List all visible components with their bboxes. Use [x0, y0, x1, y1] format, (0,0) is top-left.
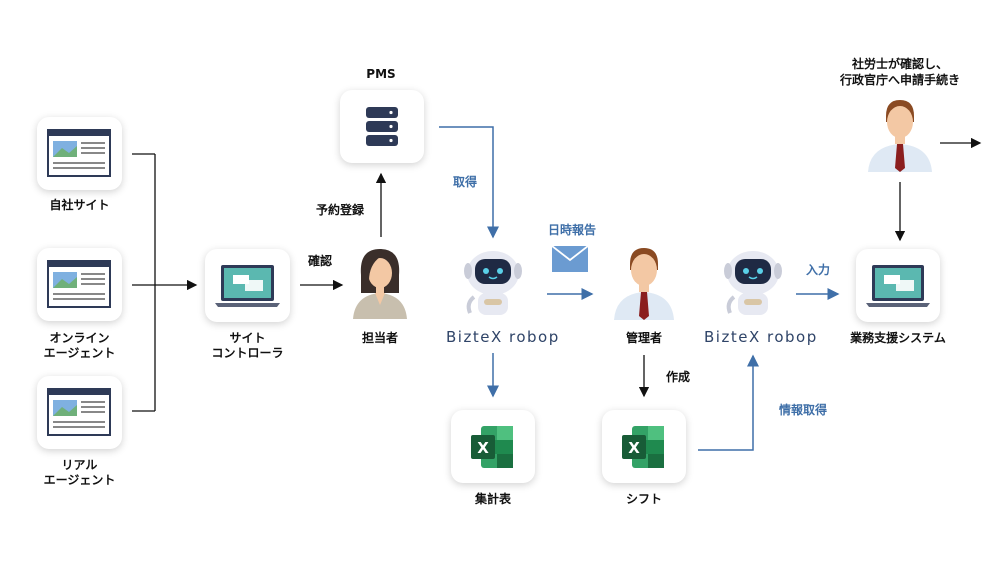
online-agent-label-2: エージェント: [43, 346, 116, 360]
source-bracket: [132, 153, 198, 412]
site-controller-label-1: サイト: [229, 331, 266, 345]
summary-table-card: X: [451, 410, 535, 483]
own-site-card: [37, 117, 122, 190]
business-system-card: [856, 249, 940, 322]
svg-text:X: X: [477, 439, 489, 457]
input-label: 入力: [805, 263, 830, 277]
online-agent-card: [37, 248, 122, 321]
robot2-brand: BizteX robop: [704, 328, 818, 346]
consultant-label-1: 社労士が確認し、: [851, 57, 948, 71]
real-agent-label-2: エージェント: [43, 473, 116, 487]
confirm-label: 確認: [307, 254, 332, 268]
site-controller-label-2: コントローラ: [211, 346, 284, 360]
consultant-label-2: 行政官庁へ申請手続き: [839, 73, 960, 87]
summary-table-label: 集計表: [474, 492, 511, 506]
robot-icon: [464, 251, 522, 315]
website-icon: [47, 388, 111, 436]
acquire-label: 取得: [452, 175, 477, 189]
info-acquire-arrow: [698, 354, 759, 451]
real-agent-label-1: リアル: [61, 458, 98, 472]
laptop-icon: [215, 265, 280, 307]
robot-icon: [724, 251, 782, 315]
acquire-arrow: [439, 126, 499, 239]
robot1-brand: BizteX robop: [446, 328, 560, 346]
manager-label: 管理者: [625, 331, 662, 345]
online-agent-label-1: オンライン: [49, 331, 110, 345]
website-icon: [47, 129, 111, 177]
database-icon: [366, 107, 398, 146]
business-system-label: 業務支援システム: [850, 331, 946, 345]
create-label: 作成: [665, 370, 690, 384]
excel-icon: X: [622, 426, 664, 468]
datetime-report-label: 日時報告: [547, 223, 596, 237]
pms-card: [340, 90, 424, 163]
shift-label: シフト: [625, 492, 662, 506]
staff-label: 担当者: [361, 331, 398, 345]
excel-icon: X: [471, 426, 513, 468]
male-person-icon: [868, 100, 932, 172]
website-icon: [47, 260, 111, 308]
mail-icon: [552, 246, 588, 272]
own-site-label: 自社サイト: [49, 198, 110, 212]
site-controller-card: [205, 249, 290, 322]
pms-label: PMS: [366, 67, 396, 81]
real-agent-card: [37, 376, 122, 449]
reservation-label: 予約登録: [315, 203, 364, 217]
laptop-icon: [866, 265, 930, 307]
male-person-icon: [614, 248, 674, 320]
info-acquire-label: 情報取得: [778, 403, 827, 417]
female-person-icon: [353, 249, 407, 319]
svg-text:X: X: [628, 439, 640, 457]
shift-card: X: [602, 410, 686, 483]
